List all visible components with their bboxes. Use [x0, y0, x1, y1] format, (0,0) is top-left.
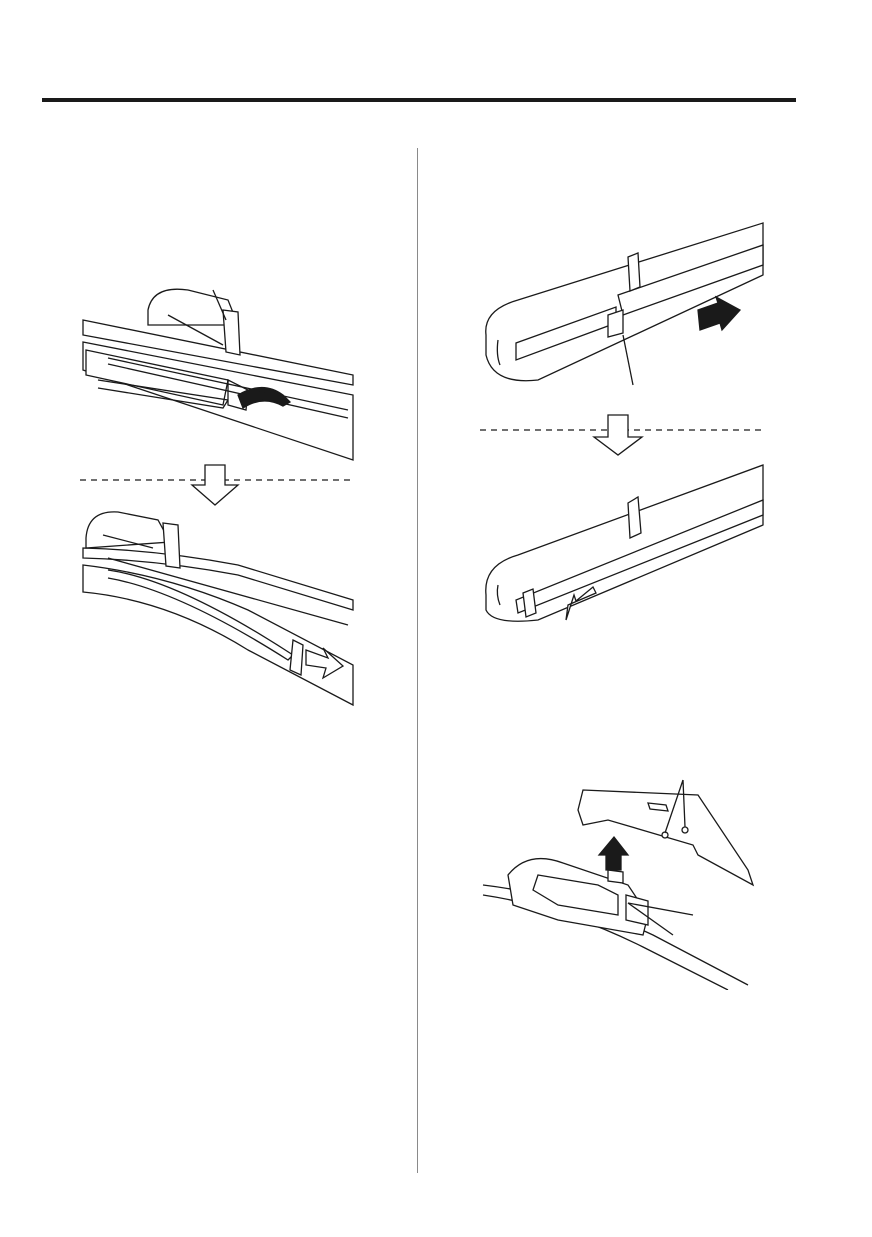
wiper-blade-step1-illustration: [82, 288, 354, 461]
header-rule: [42, 98, 796, 102]
column-divider: [417, 148, 418, 1173]
figure-right-insert: [478, 215, 768, 645]
wiper-blade-step2-illustration: [82, 511, 354, 707]
wiper-blade-insert-step2-illustration: [485, 464, 764, 622]
wiper-blade-insert-step1-illustration: [485, 222, 764, 386]
down-arrow-icon-right: [592, 414, 644, 456]
figure-left-removal: [78, 280, 358, 710]
slide-out-arrow-icon: [305, 647, 345, 680]
wiper-arm-attach-illustration: [482, 779, 755, 990]
down-arrow-icon: [190, 464, 240, 506]
figure-right-arm-attach: [478, 775, 758, 990]
lift-arrow-icon: [597, 835, 630, 871]
slide-in-arrow-icon: [565, 585, 597, 621]
